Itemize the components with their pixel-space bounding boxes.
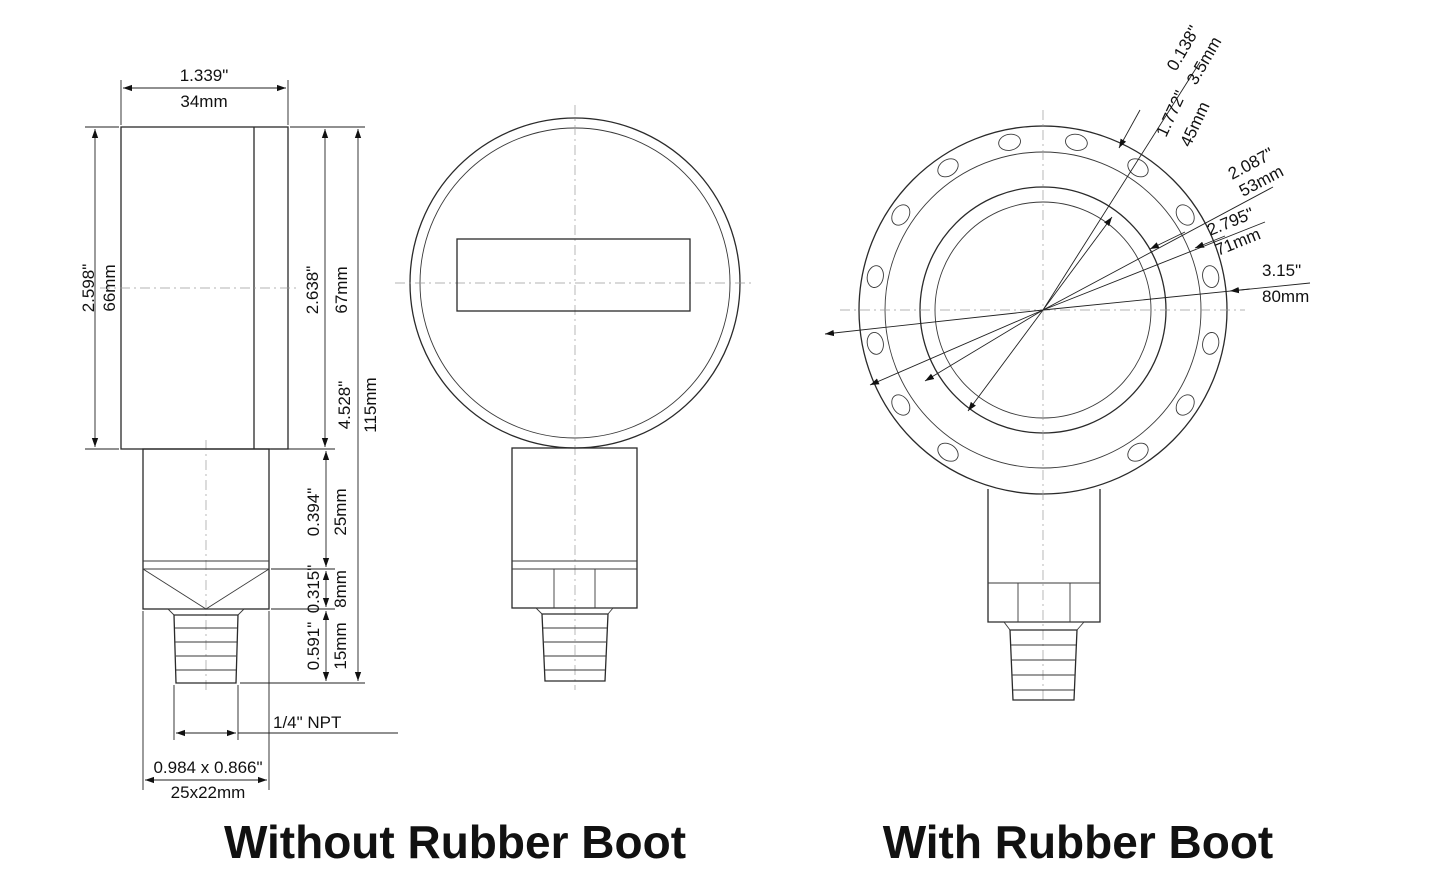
thread-chamfer bbox=[1003, 621, 1011, 631]
boot-bumps bbox=[866, 133, 1220, 462]
dim-boot-diameter: 3.15" 80mm bbox=[824, 261, 1311, 337]
thread-lines bbox=[1011, 644, 1076, 691]
hex-facet bbox=[205, 568, 270, 610]
dim-thread-length-inch: 0.591" bbox=[304, 622, 323, 671]
dim-hex-size-mm: 25x22mm bbox=[171, 783, 246, 802]
boot-bump bbox=[891, 204, 911, 226]
dim-case-height-mm: 66mm bbox=[100, 264, 119, 311]
dim-width-mm: 34mm bbox=[180, 92, 227, 111]
dim-thread-length: 0.591" 15mm bbox=[304, 611, 350, 681]
dim-case-height-inch: 2.598" bbox=[79, 264, 98, 313]
boot-bump bbox=[866, 332, 884, 355]
front-view bbox=[395, 105, 755, 690]
boot-bump bbox=[1202, 265, 1220, 288]
dim-thread-type: 1/4" NPT bbox=[173, 685, 398, 740]
stem-body bbox=[511, 447, 638, 609]
thread-chamfer bbox=[535, 607, 543, 615]
boot-bump bbox=[937, 442, 959, 462]
boot-bump bbox=[891, 394, 911, 416]
dim-hex-height: 0.315" 8mm bbox=[271, 565, 350, 614]
boot-bump bbox=[1065, 133, 1088, 151]
thread-lines bbox=[543, 627, 607, 671]
caption-without-boot: Without Rubber Boot bbox=[224, 816, 686, 868]
dim-stem-height-mm: 25mm bbox=[331, 488, 350, 535]
dim-case-height: 2.598" 66mm bbox=[79, 126, 119, 450]
side-view bbox=[100, 126, 300, 690]
boot-bump bbox=[937, 158, 959, 178]
dim-dial-height: 2.638" 67mm bbox=[290, 126, 351, 447]
thread-chamfer bbox=[607, 607, 614, 615]
lcd-display-window bbox=[456, 238, 691, 312]
dim-thread-length-mm: 15mm bbox=[331, 622, 350, 669]
boot-bump bbox=[1127, 442, 1149, 462]
npt-thread bbox=[541, 613, 609, 682]
thread-lines bbox=[175, 627, 237, 671]
dim-boot-bump: 0.138" 3.5mm bbox=[1042, 22, 1225, 311]
dim-dial-height-mm: 67mm bbox=[332, 266, 351, 313]
dim-overall-height-mm: 115mm bbox=[361, 377, 380, 432]
dim-thread-type-label: 1/4" NPT bbox=[273, 713, 341, 732]
boot-bump bbox=[1175, 394, 1195, 416]
dim-hex-height-mm: 8mm bbox=[331, 570, 350, 608]
dim-overall-height: 4.528" 115mm bbox=[240, 126, 380, 684]
dim-boot-inner-ring: 2.087" 53mm bbox=[924, 144, 1287, 382]
dim-stem-height-inch: 0.394" bbox=[304, 488, 323, 537]
boot-bump bbox=[1175, 204, 1195, 226]
dim-hex-height-inch: 0.315" bbox=[304, 565, 323, 614]
npt-thread bbox=[1009, 629, 1078, 701]
dim-boot-diameter-mm: 80mm bbox=[1262, 287, 1309, 306]
boot-bump bbox=[998, 133, 1021, 151]
dim-dial-height-inch: 2.638" bbox=[303, 266, 322, 315]
dim-width-inch: 1.339" bbox=[180, 66, 229, 85]
npt-thread bbox=[173, 614, 239, 684]
boot-bump bbox=[866, 265, 884, 288]
dim-stem-height: 0.394" 25mm bbox=[271, 448, 350, 570]
dim-boot-diameter-inch: 3.15" bbox=[1262, 261, 1301, 280]
boot-view bbox=[840, 110, 1245, 701]
thread-chamfer bbox=[167, 608, 175, 616]
caption-with-boot: With Rubber Boot bbox=[883, 816, 1274, 868]
dim-width: 1.339" 34mm bbox=[120, 66, 289, 125]
dim-boot-window: 1.772" 45mm bbox=[967, 88, 1214, 412]
boot-stem bbox=[987, 489, 1101, 623]
dim-overall-height-inch: 4.528" bbox=[335, 381, 354, 430]
dim-hex-size-inch: 0.984 x 0.866" bbox=[153, 758, 262, 777]
hex-facet bbox=[142, 568, 207, 610]
boot-bump bbox=[1127, 158, 1149, 178]
boot-bump bbox=[1202, 332, 1220, 355]
thread-chamfer bbox=[237, 608, 245, 616]
dim-hex-size: 0.984 x 0.866" 25x22mm bbox=[142, 611, 270, 802]
thread-chamfer bbox=[1076, 621, 1085, 631]
